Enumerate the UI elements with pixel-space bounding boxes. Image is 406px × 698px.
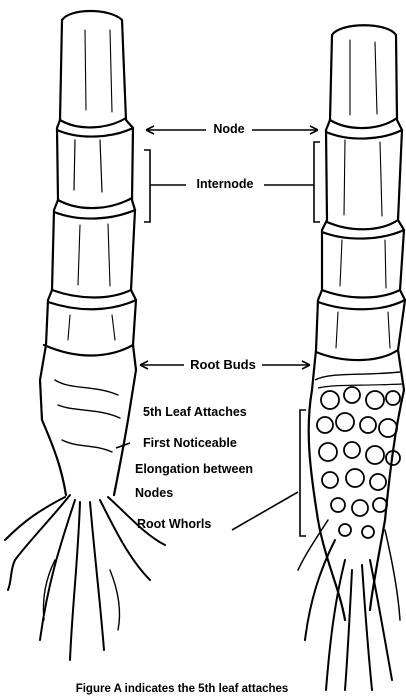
right-roots <box>298 520 400 690</box>
left-stalk <box>40 11 136 495</box>
label-elongation-line-2: Elongation between <box>135 462 253 476</box>
right-stalk <box>309 25 405 620</box>
label-root-whorls: Root Whorls <box>137 517 211 531</box>
internode-bracket-right <box>314 142 320 222</box>
label-internode: Internode <box>197 177 254 191</box>
internode-bracket-left <box>144 150 150 222</box>
root-whorls-leader <box>232 492 298 530</box>
label-elongation-line-1: First Noticeable <box>143 436 237 450</box>
label-fifth-leaf: 5th Leaf Attaches <box>143 405 247 419</box>
label-root-buds: Root Buds <box>190 357 256 372</box>
figure-caption: Figure A indicates the 5th leaf attaches <box>76 683 289 695</box>
right-root-whorls <box>315 372 402 538</box>
label-elongation-line-3: Nodes <box>135 486 173 500</box>
root-whorls-bracket <box>300 410 306 536</box>
label-node: Node <box>213 122 244 136</box>
